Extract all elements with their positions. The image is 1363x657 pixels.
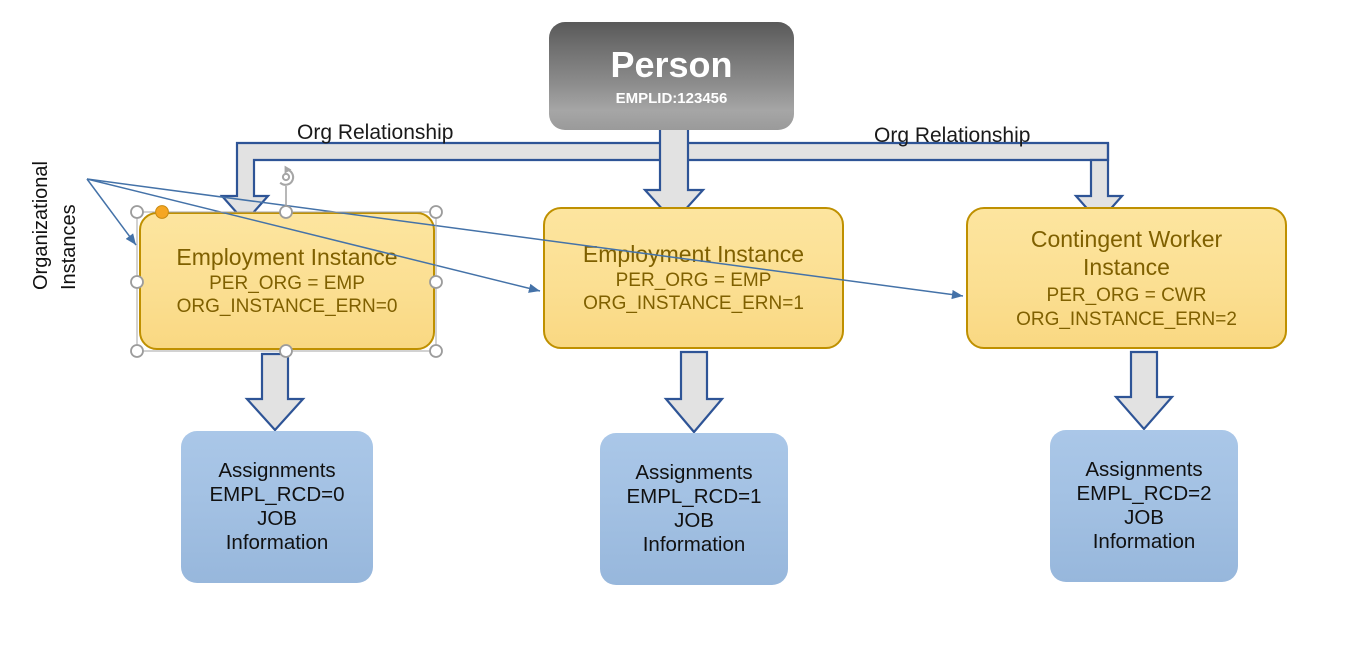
corner-radius-adjust-handle[interactable]: [155, 205, 169, 219]
assignment-line-information: Information: [225, 531, 329, 555]
rotate-icon[interactable]: [277, 165, 296, 187]
instance-attr-org-instance-ern: ORG_INSTANCE_ERN=0: [176, 295, 398, 317]
resize-handle-top-center[interactable]: [279, 205, 293, 219]
resize-handle-top-left[interactable]: [130, 205, 144, 219]
resize-handle-top-right[interactable]: [429, 205, 443, 219]
org-relationship-label-right: Org Relationship: [874, 124, 1031, 147]
assignment-line-title: Assignments: [218, 458, 336, 482]
person-title: Person: [610, 43, 733, 85]
assignment-line-empl-rcd: EMPL_RCD=2: [1076, 481, 1212, 505]
org-relationship-label-left: Org Relationship: [297, 121, 454, 144]
selection-bounding-box: [136, 211, 437, 352]
assignment-line-title: Assignments: [635, 460, 753, 484]
assignment-line-job: JOB: [674, 509, 714, 532]
instance-to-assignment-arrow-2[interactable]: [663, 350, 725, 434]
resize-handle-middle-left[interactable]: [130, 275, 144, 289]
instance-attr-per-org: PER_ORG = CWR: [1046, 285, 1207, 306]
instance-node-contingent-worker-2[interactable]: Contingent Worker Instance PER_ORG = CWR…: [966, 207, 1287, 349]
assignment-line-job: JOB: [1124, 506, 1164, 529]
org-relationship-connector-right[interactable]: [1073, 143, 1125, 224]
instance-attr-org-instance-ern: ORG_INSTANCE_ERN=2: [1016, 308, 1237, 330]
assignment-line-information: Information: [642, 533, 746, 557]
assignment-line-empl-rcd: EMPL_RCD=1: [626, 484, 762, 508]
assignment-line-empl-rcd: EMPL_RCD=0: [209, 482, 345, 506]
resize-handle-bottom-right[interactable]: [429, 344, 443, 358]
assignment-line-job: JOB: [257, 507, 297, 530]
instance-to-assignment-arrow-3[interactable]: [1113, 350, 1175, 431]
person-emplid: EMPLID:123456: [615, 90, 728, 108]
assignment-line-title: Assignments: [1085, 457, 1203, 481]
instance-attr-org-instance-ern: ORG_INSTANCE_ERN=1: [583, 292, 804, 314]
resize-handle-middle-right[interactable]: [429, 275, 443, 289]
instance-title: Contingent Worker Instance: [1030, 225, 1223, 281]
assignment-node-2[interactable]: Assignments EMPL_RCD=2 JOB Information: [1050, 430, 1238, 582]
resize-handle-bottom-center[interactable]: [279, 344, 293, 358]
assignment-node-1[interactable]: Assignments EMPL_RCD=1 JOB Information: [600, 433, 788, 585]
instance-to-assignment-arrow-1[interactable]: [244, 352, 306, 432]
assignment-node-0[interactable]: Assignments EMPL_RCD=0 JOB Information: [181, 431, 373, 583]
resize-handle-bottom-left[interactable]: [130, 344, 144, 358]
assignment-line-information: Information: [1092, 530, 1196, 554]
person-node[interactable]: Person EMPLID:123456: [549, 22, 794, 130]
